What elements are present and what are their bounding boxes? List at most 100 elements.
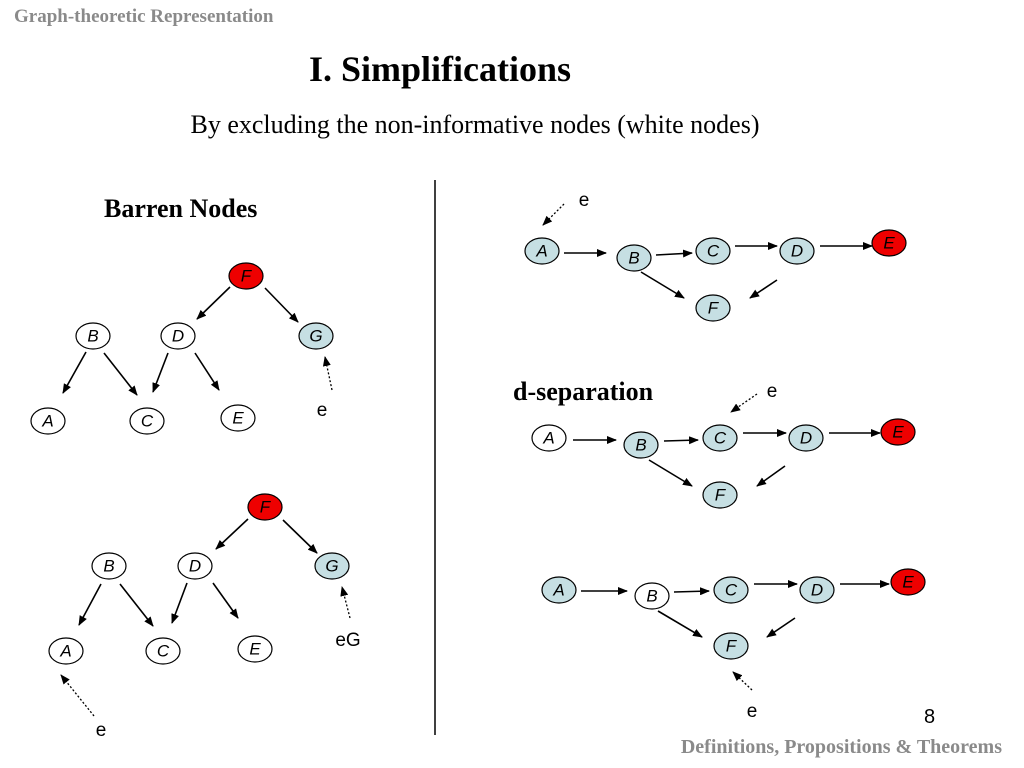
edge-arrow [196, 286, 231, 320]
edge-arrow [756, 465, 786, 487]
node-a: A [30, 407, 66, 435]
evidence-label: e [747, 701, 758, 722]
node-label: D [189, 556, 201, 575]
node-label: A [41, 411, 53, 430]
edge-arrow [215, 518, 249, 550]
edge-arrow [212, 582, 239, 619]
d-separation-heading: d-separation [513, 377, 654, 406]
edge-arrow [655, 249, 693, 258]
header-title: Graph-theoretic Representation [14, 6, 274, 27]
node-circle [298, 322, 334, 350]
node-circle [623, 431, 659, 459]
node-label: C [707, 241, 720, 260]
node-a: A [48, 637, 84, 665]
evidence-label: e [767, 381, 778, 402]
edge-arrow [673, 587, 710, 596]
node-circle [871, 229, 907, 257]
edge-arrow [657, 610, 703, 638]
edge-arrow [119, 583, 154, 627]
node-circle [880, 418, 916, 446]
node-d: D [177, 552, 213, 580]
node-label: D [791, 241, 803, 260]
node-label: B [646, 586, 657, 605]
evidence-label: e [317, 400, 328, 421]
node-a: A [531, 424, 567, 452]
node-a: A [524, 237, 560, 265]
node-label: E [249, 639, 261, 658]
page-number: 8 [924, 706, 936, 728]
node-circle [702, 481, 738, 509]
edge-arrow [62, 351, 87, 394]
node-d: D [799, 576, 835, 604]
evidence-label: e [579, 190, 590, 211]
node-g: G [314, 552, 350, 580]
edge-arrow [78, 583, 102, 626]
edge-arrow [749, 279, 778, 299]
node-circle [788, 424, 824, 452]
node-label: E [892, 422, 904, 441]
node-label: F [726, 636, 738, 655]
evidence-arrow [730, 393, 758, 413]
node-f: F [247, 493, 283, 521]
node-label: B [628, 248, 639, 267]
node-circle [177, 552, 213, 580]
edge-arrow [264, 287, 299, 323]
node-label: F [260, 497, 272, 516]
edge-arrow [152, 352, 169, 393]
node-label: B [635, 435, 646, 454]
node-d: D [788, 424, 824, 452]
node-label: A [552, 580, 564, 599]
node-label: A [59, 641, 71, 660]
node-label: F [715, 485, 727, 504]
node-f: F [702, 481, 738, 509]
node-circle [541, 576, 577, 604]
node-b: B [634, 582, 670, 610]
node-c: C [129, 407, 165, 435]
diagram-dsep-3: e A B C D E F [541, 568, 926, 722]
edge-arrow [103, 352, 138, 396]
node-d: D [779, 237, 815, 265]
node-circle [890, 568, 926, 596]
node-circle [695, 294, 731, 322]
node-circle [799, 576, 835, 604]
node-label: F [708, 298, 720, 317]
node-circle [91, 552, 127, 580]
diagram-dsep-2: eA B C D E F [531, 381, 916, 509]
node-label: C [725, 580, 738, 599]
node-e: E [237, 635, 273, 663]
edge-arrow [171, 582, 188, 624]
node-circle [524, 237, 560, 265]
slide-title: I. Simplifications [308, 49, 572, 89]
node-c: C [695, 237, 731, 265]
node-circle [237, 635, 273, 663]
node-e: E [220, 404, 256, 432]
footer-text: Definitions, Propositions & Theorems [680, 736, 1002, 758]
node-circle [30, 407, 66, 435]
node-f: F [695, 294, 731, 322]
node-circle [634, 582, 670, 610]
edge-arrow [194, 352, 220, 391]
node-circle [314, 552, 350, 580]
node-f: F [713, 632, 749, 660]
evidence-label: eG [335, 630, 360, 651]
node-b: B [75, 322, 111, 350]
evidence-arrow [340, 586, 351, 619]
node-label: E [232, 408, 244, 427]
node-label: D [172, 326, 184, 345]
node-c: C [702, 424, 738, 452]
node-circle [48, 637, 84, 665]
node-label: E [902, 572, 914, 591]
edge-arrow [282, 519, 318, 554]
node-b: B [91, 552, 127, 580]
node-circle [779, 237, 815, 265]
node-label: B [103, 556, 114, 575]
node-label: C [714, 428, 727, 447]
barren-nodes-heading: Barren Nodes [104, 194, 258, 223]
node-label: F [241, 266, 253, 285]
node-circle [531, 424, 567, 452]
node-g: G [298, 322, 334, 350]
node-c: C [145, 637, 181, 665]
node-label: A [535, 241, 547, 260]
